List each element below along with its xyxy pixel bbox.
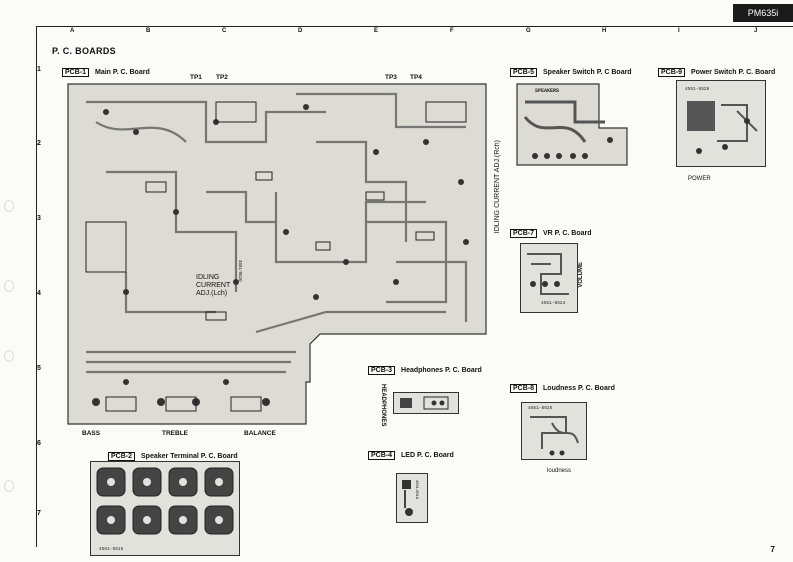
pcb9-power-switch-board: 4551-8526 xyxy=(676,80,766,167)
idling-adj-left-label: IDLING CURRENT ADJ.(Lch) xyxy=(196,274,231,297)
tp3-label: TP3 xyxy=(385,74,397,81)
col-e: E xyxy=(374,28,379,34)
pcb2-artwork xyxy=(96,467,234,535)
pcb2-tag: PCB-2 xyxy=(108,452,136,461)
pcb7-artwork xyxy=(527,253,569,295)
pcb2-title: Speaker Terminal P. C. Board xyxy=(141,453,238,460)
speakers-label: SPEAKERS xyxy=(535,88,560,94)
col-c: C xyxy=(222,28,227,34)
loudness-label: loudness xyxy=(547,468,572,474)
pcb5-caption: PCB-5 Speaker Switch P. C Board xyxy=(510,68,632,77)
punch-hole-mark xyxy=(4,480,14,492)
pcb4-title: LED P. C. Board xyxy=(401,452,454,459)
pcb3-title: Headphones P. C. Board xyxy=(401,367,482,374)
pcb8-tag: PCB-8 xyxy=(510,384,538,393)
punch-hole-mark xyxy=(4,350,14,362)
pcb1-tag: PCB-1 xyxy=(62,68,90,77)
column-index: A B C D E F G H I J xyxy=(36,27,793,37)
pcb7-vr-board: 4551-8524 xyxy=(520,243,578,313)
pcb3-tag: PCB-3 xyxy=(368,366,396,375)
pcb4-led-board: 4551-8516 xyxy=(396,473,428,523)
col-d: D xyxy=(298,28,303,34)
tp4-label: TP4 xyxy=(410,74,422,81)
pcb8-artwork xyxy=(530,416,579,456)
page-number: 7 xyxy=(770,545,775,554)
page-title: P. C. BOARDS xyxy=(52,46,116,56)
pcb8-loudness-board: 4551-8525 xyxy=(521,402,587,460)
pcb2-code: 4551-8515 xyxy=(99,547,124,552)
model-label: PM635i xyxy=(747,8,779,18)
pcb5-artwork xyxy=(516,83,628,166)
balance-label: BALANCE xyxy=(244,430,276,437)
col-j: J xyxy=(754,28,758,34)
pcb9-code: 4551-8526 xyxy=(685,87,710,92)
row-4: 4 xyxy=(37,290,41,297)
pcb7-caption: PCB-7 VR P. C. Board xyxy=(510,229,592,238)
pcb7-title: VR P. C. Board xyxy=(543,230,592,237)
pcb5-title: Speaker Switch P. C Board xyxy=(543,69,632,76)
pcb2-caption: PCB-2 Speaker Terminal P. C. Board xyxy=(108,452,238,461)
row-5: 5 xyxy=(37,365,41,372)
tp2-label: TP2 xyxy=(216,74,228,81)
col-h: H xyxy=(602,28,607,34)
row-6: 6 xyxy=(37,440,41,447)
row-1: 1 xyxy=(37,66,41,73)
pcb5-speaker-switch-board: SPEAKERS xyxy=(515,82,629,167)
row-7: 7 xyxy=(37,510,41,517)
punch-hole-mark xyxy=(4,200,14,212)
pcb9-caption: PCB-9 Power Switch P. C. Board xyxy=(658,68,775,77)
sheet-frame xyxy=(36,26,793,547)
pcb3-caption: PCB-3 Headphones P. C. Board xyxy=(368,366,482,375)
col-i: I xyxy=(678,28,680,34)
pcb1-code: 4551-8520 xyxy=(238,260,243,282)
pcb4-tag: PCB-4 xyxy=(368,451,396,460)
headphones-label: HEADPHONES xyxy=(380,384,386,427)
pcb8-caption: PCB-8 Loudness P. C. Board xyxy=(510,384,615,393)
col-b: B xyxy=(146,28,151,34)
pcb9-artwork xyxy=(687,101,758,154)
pcb7-tag: PCB-7 xyxy=(510,229,538,238)
pcb8-title: Loudness P. C. Board xyxy=(543,385,615,392)
pcb1-caption: PCB-1 Main P. C. Board xyxy=(62,68,150,77)
pcb1-title: Main P. C. Board xyxy=(95,69,150,76)
volume-label: VOLUME xyxy=(578,262,584,288)
treble-label: TREBLE xyxy=(162,430,188,437)
pcb5-tag: PCB-5 xyxy=(510,68,538,77)
pcb8-code: 4551-8525 xyxy=(528,406,553,411)
row-3: 3 xyxy=(37,215,41,222)
pcb1-main-board: IDLING CURRENT ADJ.(Lch) 4551-8520 xyxy=(66,82,488,426)
pcb1-artwork xyxy=(67,83,487,425)
pcb3-artwork xyxy=(400,396,449,410)
pcb4-code: 4551-8516 xyxy=(415,480,420,500)
col-g: G xyxy=(526,28,531,34)
idling-adj-right-label: IDLING CURRENT ADJ.(Rch) xyxy=(494,140,501,234)
punch-hole-mark xyxy=(4,280,14,292)
col-f: F xyxy=(450,28,454,34)
model-tab: PM635i xyxy=(733,4,793,22)
pcb4-caption: PCB-4 LED P. C. Board xyxy=(368,451,454,460)
bass-label: BASS xyxy=(82,430,101,437)
pcb2-speaker-terminal-board: 4551-8515 xyxy=(90,461,240,556)
power-label: POWER xyxy=(688,176,711,182)
pcb9-tag: PCB-9 xyxy=(658,68,686,77)
col-a: A xyxy=(70,28,75,34)
pcb9-title: Power Switch P. C. Board xyxy=(691,69,776,76)
tp1-label: TP1 xyxy=(190,74,202,81)
pcb7-code: 4551-8524 xyxy=(541,301,566,306)
row-2: 2 xyxy=(37,140,41,147)
pcb4-artwork xyxy=(402,480,413,516)
pcb3-headphones-board xyxy=(393,392,459,414)
